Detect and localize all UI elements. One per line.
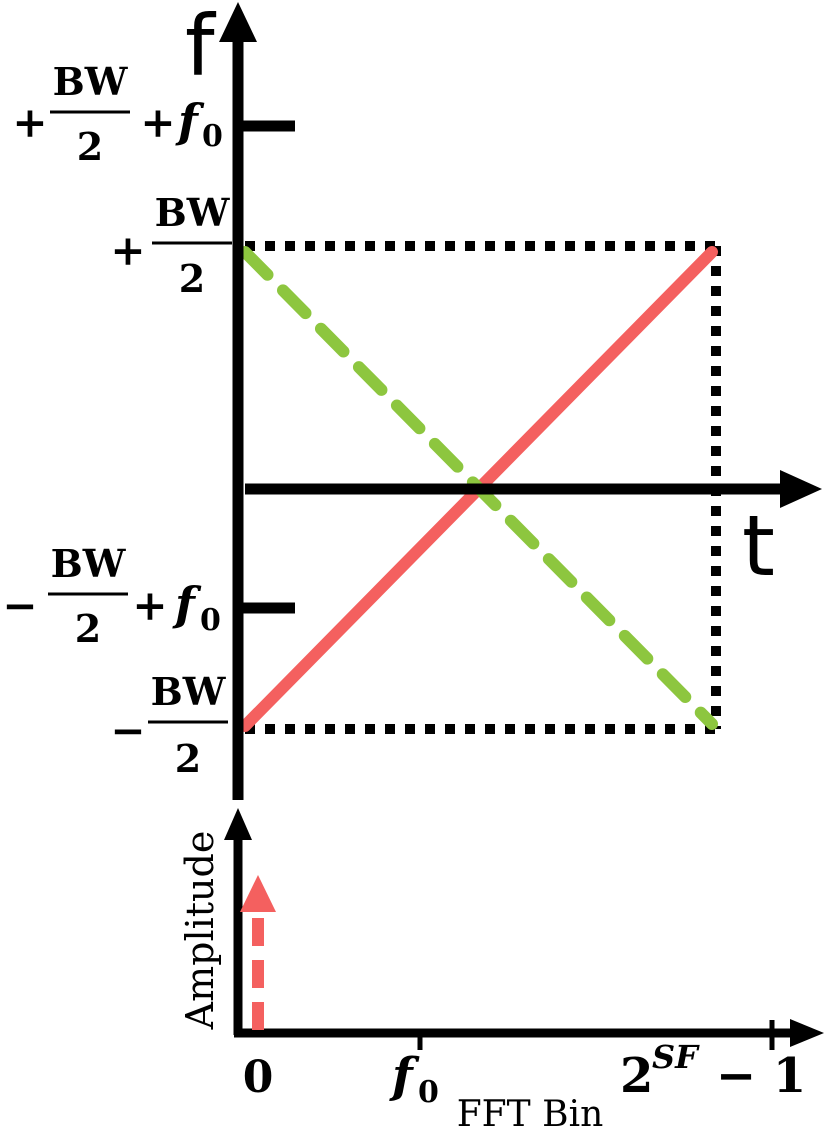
svg-text:0: 0: [200, 603, 221, 638]
fft-bin-axis: [234, 1019, 824, 1050]
svg-text:2: 2: [620, 1048, 653, 1104]
f-axis-label: f: [185, 0, 217, 95]
fft-peak-arrow: [240, 875, 276, 1030]
tick-label-zero: 0: [243, 1052, 274, 1103]
svg-text:f: f: [175, 94, 205, 148]
svg-text:2: 2: [75, 606, 101, 651]
svg-text:− 1: − 1: [716, 1048, 806, 1104]
tick-label-upper-f0: + BW 2 + f 0: [12, 59, 222, 169]
amplitude-axis-label: Amplitude: [178, 831, 222, 1031]
fft-bin-axis-label: FFT Bin: [457, 1094, 604, 1132]
svg-text:2: 2: [77, 124, 103, 169]
amplitude-axis: [224, 808, 252, 1035]
svg-text:BW: BW: [51, 541, 127, 586]
tick-label-f0: f 0: [389, 1048, 439, 1110]
svg-text:BW: BW: [155, 190, 231, 235]
svg-text:+: +: [12, 98, 47, 147]
svg-text:+: +: [140, 98, 175, 147]
tick-label-lower-f0: − BW 2 + f 0: [2, 541, 220, 651]
svg-text:−: −: [110, 706, 145, 755]
svg-text:+: +: [132, 581, 167, 630]
t-axis-label: t: [742, 497, 775, 595]
tick-label-lower-bw: − BW 2: [110, 669, 228, 781]
svg-text:BW: BW: [53, 59, 129, 104]
tick-label-end: 2 SF − 1: [620, 1038, 806, 1104]
svg-text:+: +: [110, 226, 145, 275]
svg-text:f: f: [172, 577, 202, 631]
svg-text:2: 2: [179, 256, 205, 301]
f-axis: [219, 2, 257, 800]
tick-label-upper-bw: + BW 2: [110, 190, 232, 301]
svg-text:0: 0: [418, 1075, 439, 1110]
svg-text:2: 2: [175, 736, 201, 781]
svg-text:0: 0: [202, 119, 223, 154]
svg-text:BW: BW: [151, 669, 227, 714]
svg-text:f: f: [389, 1048, 420, 1104]
t-axis: [245, 470, 822, 508]
svg-text:−: −: [2, 581, 37, 630]
svg-text:SF: SF: [652, 1038, 700, 1076]
